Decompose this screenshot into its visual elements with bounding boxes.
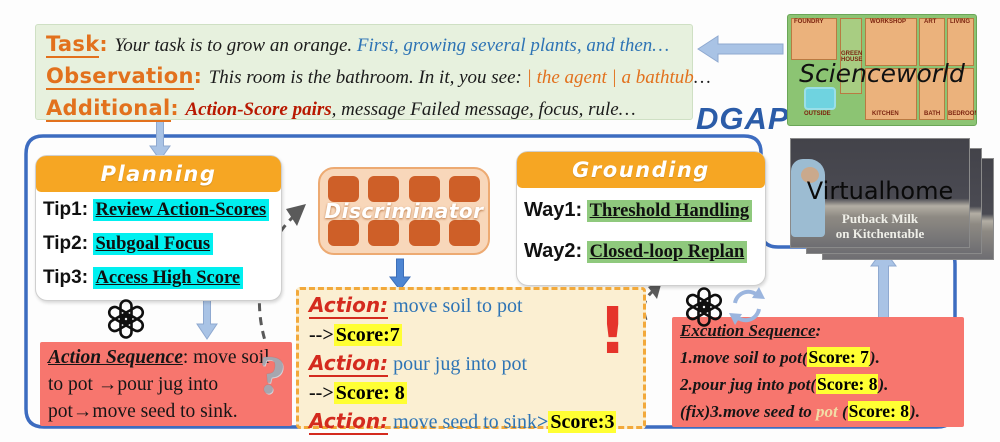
action-sequence-text: move soil to pot →pour jug into pot→move… <box>48 347 270 422</box>
room-foundry <box>791 18 837 60</box>
room-kitchen <box>865 68 917 120</box>
score-row-3: Action: move seed to sink>Score:3 <box>309 409 617 435</box>
execution-line-1: 1.move soil to pot(Score: 7). <box>680 347 880 367</box>
discriminator-nodes-top <box>328 176 480 202</box>
arrow-discriminator-to-scores <box>388 258 412 291</box>
tip-1-text: Review Action-Scores <box>92 199 270 221</box>
planning-header: Planning <box>36 156 281 192</box>
arrowhead-to-discriminator <box>286 204 306 226</box>
action-sequence-title: Action Sequence <box>48 347 183 368</box>
tip-1: Tip1: Review Action-Scores <box>36 192 281 226</box>
tip-3: Tip3: Access High Score <box>36 260 281 294</box>
additional-text: , message Failed message, focus, rule… <box>331 99 636 120</box>
virtualhome-title: Virtualhome <box>806 177 954 205</box>
way-1-text: Threshold Handling <box>586 200 753 222</box>
action-score-pairs: Action-Score pairs <box>185 99 332 120</box>
planning-card: Planning Tip1: Review Action-Scores Tip2… <box>35 155 282 301</box>
additional-line: Additional: Action-Score pairs, message … <box>46 96 636 122</box>
observation-label: Observation <box>46 64 194 90</box>
action-sequence-box: Action Sequence: move soil to pot →pour … <box>40 342 292 426</box>
scienceworld-screenshot: FOUNDRY GREEN HOUSE WORKSHOP ART LIVING … <box>787 14 977 126</box>
score-row-2-action: Action: pour jug into pot <box>309 351 528 377</box>
node <box>368 220 400 246</box>
prompt-context-box: Task: Your task is to grow an orange. Fi… <box>35 24 711 122</box>
way-2-text: Closed-loop Replan <box>586 241 748 263</box>
discriminator-module: Discriminator <box>318 167 490 255</box>
way-2: Way2: Closed-loop Replan <box>517 227 765 268</box>
score-row-1-action: Action: move soil to pot <box>309 293 523 319</box>
execution-line-3: (fix)3.move seed to pot (Score: 8). <box>680 401 920 421</box>
arrow-llm-to-action-sequence <box>196 295 218 340</box>
tip-2: Tip2: Subgoal Focus <box>36 226 281 260</box>
discriminator-nodes-bottom <box>328 220 480 246</box>
node <box>408 220 440 246</box>
node <box>408 176 440 202</box>
node <box>328 220 359 246</box>
virtualhome-person <box>791 159 825 237</box>
fixed-object: pot <box>815 402 838 421</box>
room-art <box>919 18 945 66</box>
tip-2-text: Subgoal Focus <box>92 233 214 255</box>
score-row-2-score: -->Score: 8 <box>309 381 407 404</box>
task-label: Task <box>46 32 100 58</box>
person-head <box>801 167 819 183</box>
refresh-loop-icon <box>729 287 765 325</box>
grounding-header: Grounding <box>517 152 765 188</box>
exclamation-mark: ! <box>598 295 628 369</box>
action-score-box: Action: move soil to pot -->Score:7 Acti… <box>296 287 646 435</box>
grounding-card: Grounding Way1: Threshold Handling Way2:… <box>516 151 766 286</box>
task-line: Task: Your task is to grow an orange. Fi… <box>46 32 670 58</box>
node <box>448 176 480 202</box>
room-greenhouse <box>840 18 862 94</box>
virtualhome-screenshot: Virtualhome Putback Milk on Kitchentable <box>790 138 970 248</box>
observation-text: This room is the bathroom. In it, you se… <box>208 67 527 88</box>
room-bath <box>919 68 945 120</box>
task-text-continuation: First, growing several plants, and then… <box>352 35 670 56</box>
discriminator-label: Discriminator <box>324 199 484 223</box>
room-workshop <box>865 18 917 66</box>
openai-icon <box>107 299 145 339</box>
dgap-title: DGAP <box>696 101 790 136</box>
pool <box>804 87 836 110</box>
node <box>368 176 400 202</box>
execution-title: Excution Sequence <box>680 321 816 340</box>
tip-3-text: Access High Score <box>92 267 244 289</box>
execution-sequence-box: Excution Sequence: 1.move soil to pot(Sc… <box>672 317 964 427</box>
observation-entities: | the agent | a bathtub <box>526 67 694 88</box>
arrow-prompt-to-planning <box>149 119 171 161</box>
scienceworld-title: Scienceworld <box>799 59 965 88</box>
arrow-scienceworld-to-prompt <box>697 35 784 63</box>
room-living <box>947 18 974 66</box>
virtualhome-caption: Putback Milk on Kitchentable <box>835 211 925 241</box>
node <box>328 176 359 202</box>
score-row-1-score: -->Score:7 <box>309 323 402 346</box>
node <box>448 220 480 246</box>
openai-icon <box>685 287 723 327</box>
execution-title-line: Excution Sequence: <box>680 321 822 340</box>
observation-line: Observation: This room is the bathroom. … <box>46 64 711 90</box>
room-bedroom <box>947 68 974 120</box>
way-1: Way1: Threshold Handling <box>517 188 765 227</box>
additional-label: Additional <box>46 96 171 122</box>
task-text: Your task is to grow an orange. <box>114 35 353 56</box>
execution-line-2: 2.pour jug into pot(Score: 8). <box>680 374 889 394</box>
